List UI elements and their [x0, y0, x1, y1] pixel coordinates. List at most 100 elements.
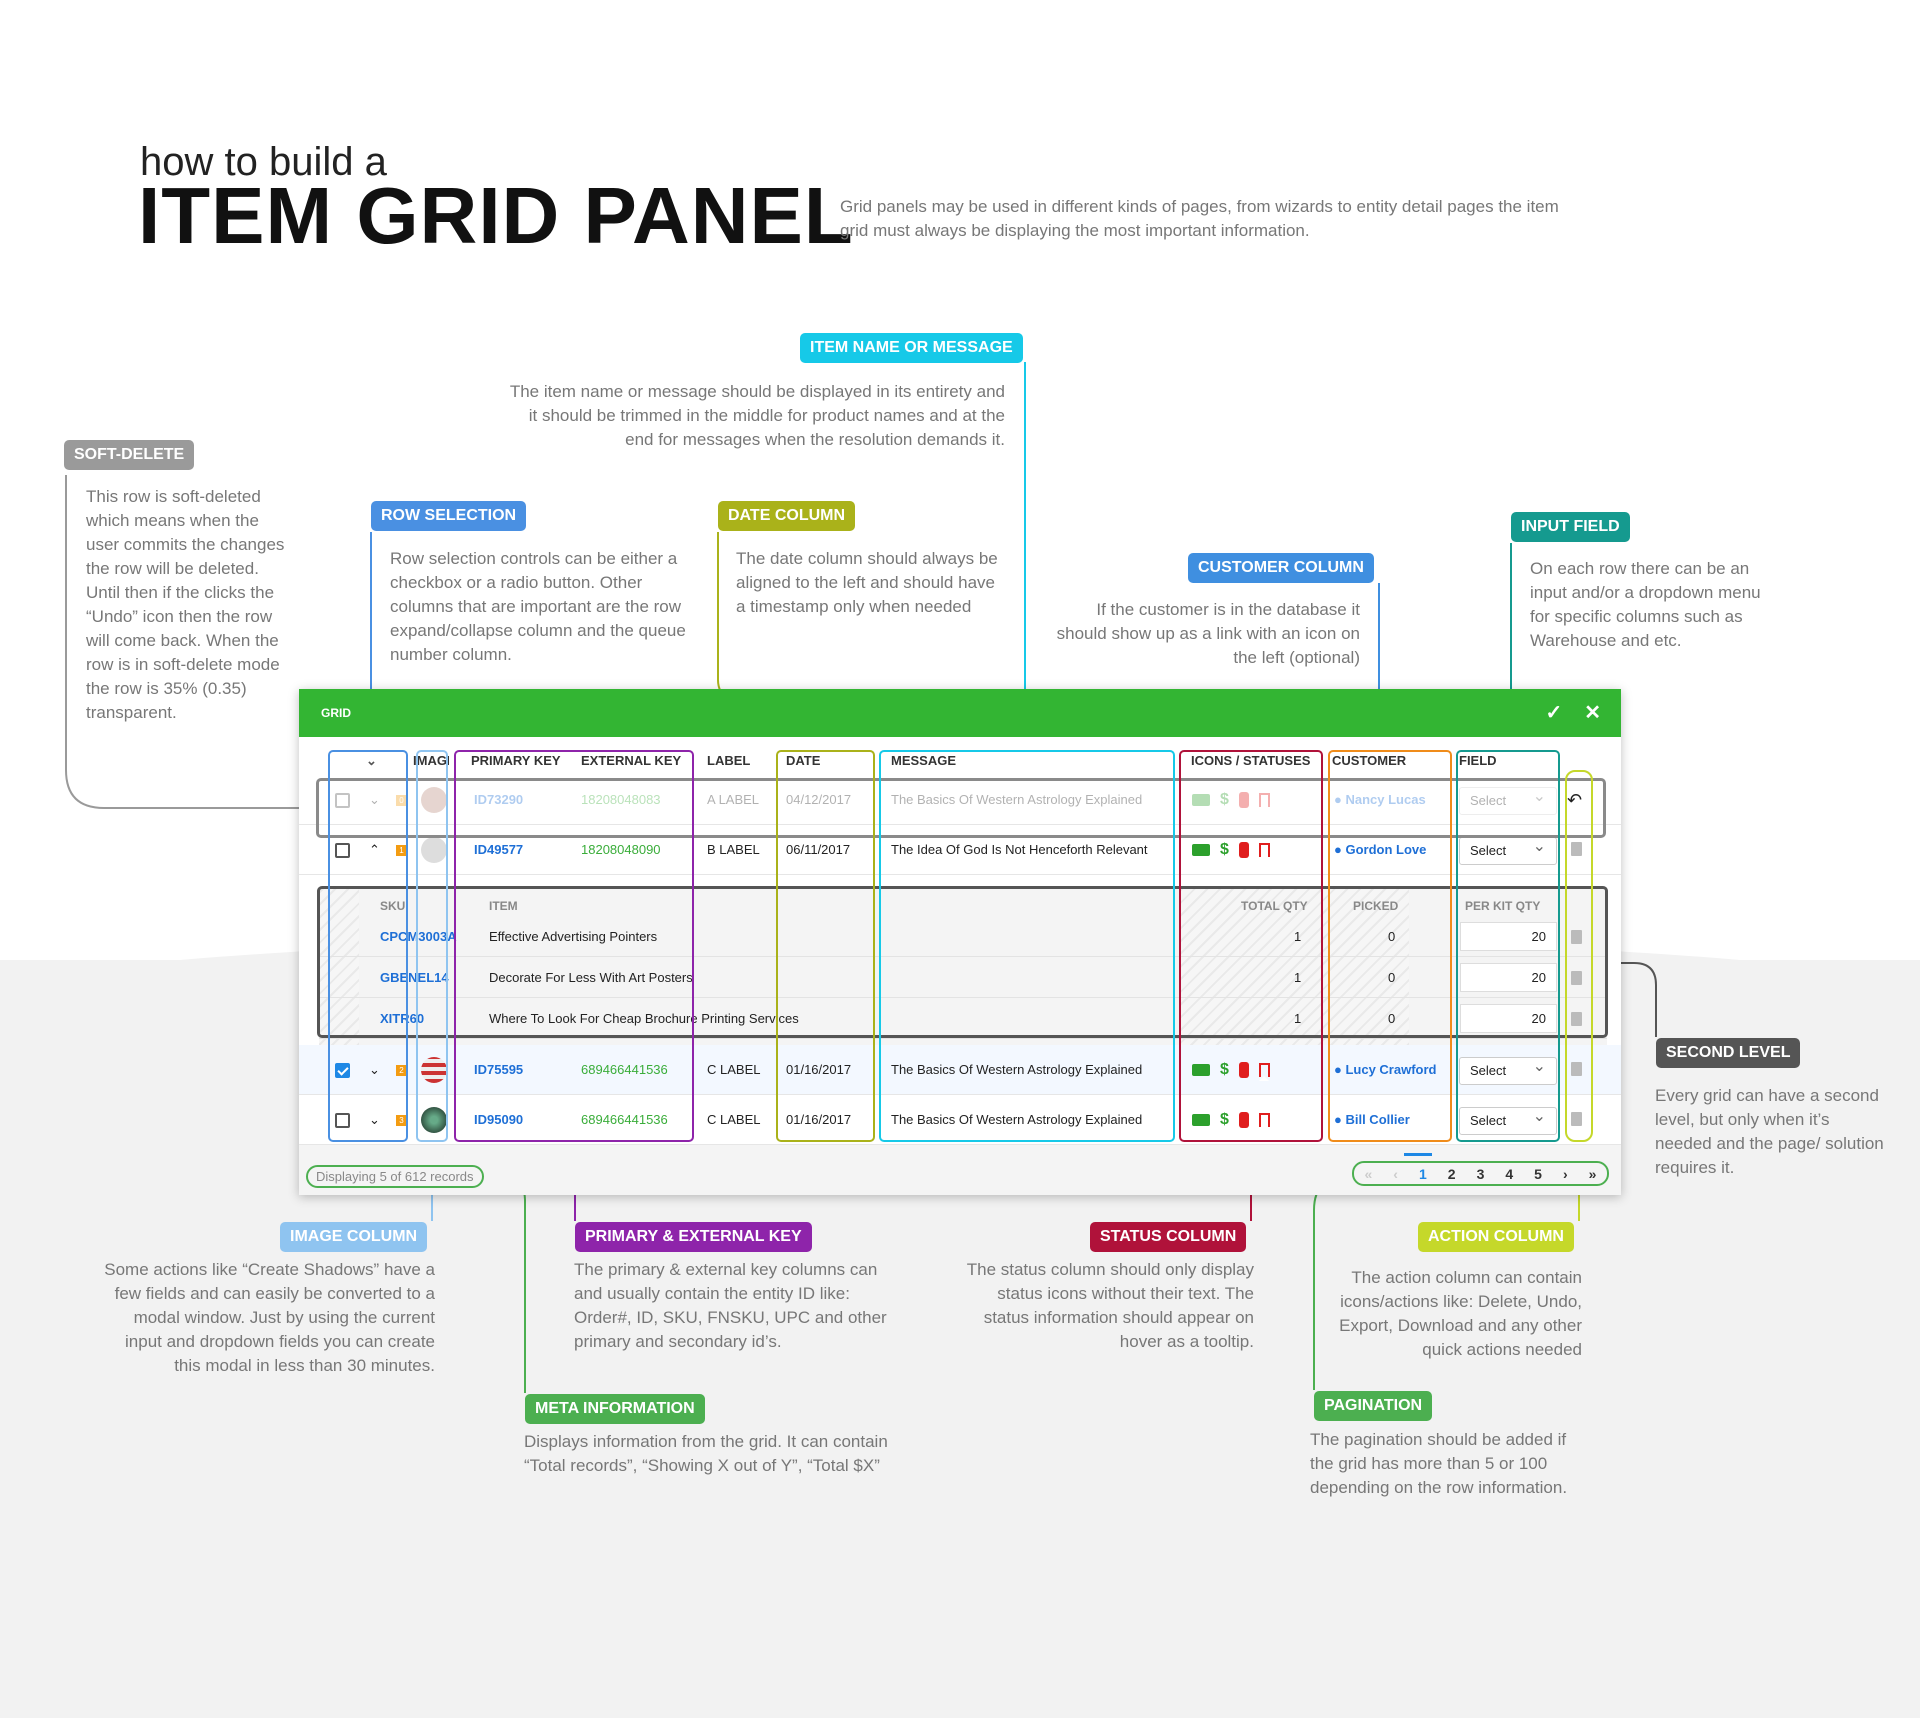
field-select[interactable]: Select	[1459, 834, 1557, 865]
sku-link[interactable]: CPCM3003A	[380, 929, 457, 944]
note-image-column: Some actions like “Create Shadows” have …	[104, 1260, 435, 1375]
per-kit-input[interactable]: 20	[1460, 963, 1557, 992]
customer-link[interactable]: ● Nancy Lucas	[1334, 792, 1426, 807]
tag-row-selection: ROW SELECTION	[371, 501, 527, 531]
col-field[interactable]: FIELD	[1459, 753, 1497, 768]
status-icons: $	[1192, 775, 1270, 825]
traffic-light-icon	[1238, 1112, 1249, 1128]
label: B LABEL	[707, 842, 760, 857]
col-customer[interactable]: CUSTOMER	[1332, 753, 1407, 768]
trash-icon[interactable]	[1571, 930, 1582, 944]
chevron-down-icon[interactable]: ⌄	[369, 1062, 380, 1077]
sub-picked: 0	[1388, 929, 1396, 944]
row-checkbox[interactable]	[335, 793, 350, 808]
row-checkbox[interactable]	[335, 1113, 350, 1128]
camera-icon	[421, 837, 447, 863]
chevron-down-icon[interactable]: ⌄	[369, 792, 380, 807]
sub-col-per-kit: PER KIT QTY	[1465, 899, 1541, 913]
row-checkbox[interactable]	[335, 843, 350, 858]
traffic-light-icon	[1238, 842, 1249, 858]
status-icons: $	[1192, 825, 1270, 875]
page-2[interactable]: 2	[1447, 1165, 1456, 1182]
external-key: 689466441536	[581, 1062, 668, 1077]
traffic-light-icon	[1238, 1062, 1249, 1078]
sub-row: XITR60 Where To Look For Cheap Brochure …	[319, 998, 1607, 1039]
trash-icon[interactable]	[1571, 1062, 1582, 1076]
traffic-light-icon	[1238, 792, 1249, 808]
queue-number: 3	[396, 1115, 407, 1126]
field-select[interactable]: Select	[1459, 784, 1557, 815]
undo-icon[interactable]: ↶	[1567, 790, 1583, 810]
external-key: 18208048083	[581, 792, 661, 807]
page-4[interactable]: 4	[1505, 1165, 1514, 1182]
trash-icon[interactable]	[1571, 1112, 1582, 1126]
sub-row: GBENEL14 Decorate For Less With Art Post…	[319, 957, 1607, 998]
dollar-icon: $	[1220, 791, 1229, 808]
chevron-down-icon[interactable]: ⌄	[369, 1112, 380, 1127]
sub-col-total-qty: TOTAL QTY	[1241, 899, 1308, 913]
page-1[interactable]: 1	[1418, 1165, 1427, 1182]
meta-information: Displaying 5 of 612 records	[306, 1165, 484, 1188]
row-checkbox-checked[interactable]	[335, 1063, 350, 1078]
page-3[interactable]: 3	[1476, 1165, 1485, 1182]
col-date[interactable]: DATE	[786, 753, 821, 768]
trash-icon[interactable]	[1571, 1012, 1582, 1026]
primary-key[interactable]: ID73290	[474, 792, 524, 807]
truck-icon	[1192, 844, 1210, 856]
first-page-icon[interactable]: «	[1364, 1165, 1373, 1182]
tag-image-column: IMAGE COLUMN	[280, 1222, 428, 1252]
sku-link[interactable]: XITR60	[380, 1011, 425, 1026]
prev-page-icon[interactable]: ‹	[1393, 1165, 1398, 1182]
last-page-icon[interactable]: »	[1588, 1165, 1597, 1182]
dollar-icon: $	[1220, 841, 1229, 858]
primary-key[interactable]: ID49577	[474, 842, 524, 857]
note-soft-delete: This row is soft-deleted which means whe…	[86, 487, 285, 722]
customer-link[interactable]: ● Lucy Crawford	[1334, 1062, 1437, 1077]
note-action-column: The action column can contain icons/acti…	[1339, 1268, 1582, 1359]
field-select[interactable]: Select	[1459, 1104, 1557, 1135]
close-icon[interactable]: ✕	[1584, 702, 1601, 724]
col-external-key[interactable]: EXTERNAL KEY	[581, 753, 682, 768]
sub-row: CPCM3003A Effective Advertising Pointers…	[319, 916, 1607, 957]
page-5[interactable]: 5	[1534, 1165, 1542, 1182]
chevron-up-icon[interactable]: ⌃	[369, 842, 380, 857]
status-icons: $	[1192, 1095, 1270, 1145]
grid-footer	[299, 1145, 1621, 1195]
col-label[interactable]: LABEL	[707, 753, 751, 768]
per-kit-input[interactable]: 20	[1460, 922, 1557, 951]
sub-col-sku: SKU	[380, 899, 406, 913]
bookmark-icon	[1258, 793, 1270, 811]
truck-icon	[1192, 1114, 1210, 1126]
primary-key[interactable]: ID95090	[474, 1112, 524, 1127]
note-status-column: The status column should only display st…	[966, 1260, 1254, 1351]
note-item-name: The item name or message should be displ…	[509, 382, 1005, 449]
tag-primary-key: PRIMARY & EXTERNAL KEY	[575, 1222, 812, 1252]
per-kit-input[interactable]: 20	[1460, 1004, 1557, 1033]
sub-col-picked: PICKED	[1353, 899, 1399, 913]
note-customer-column: If the customer is in the database it sh…	[1056, 600, 1360, 667]
col-primary-key[interactable]: PRIMARY KEY	[471, 753, 561, 768]
customer-link[interactable]: ● Gordon Love	[1334, 842, 1427, 857]
field-select[interactable]: Select	[1459, 1054, 1557, 1085]
note-second-level: Every grid can have a second level, but …	[1655, 1086, 1884, 1177]
col-statuses[interactable]: ICONS / STATUSES	[1191, 753, 1311, 768]
tag-item-name: ITEM NAME OR MESSAGE	[800, 333, 1023, 363]
hatch-left	[319, 887, 359, 1045]
sku-link[interactable]: GBENEL14	[380, 970, 449, 985]
note-date-column: The date column should always be aligned…	[736, 549, 998, 616]
expand-all-icon[interactable]: ⌄	[366, 753, 377, 768]
trash-icon[interactable]	[1571, 842, 1582, 856]
col-message[interactable]: MESSAGE	[891, 753, 957, 768]
check-icon[interactable]: ✓	[1545, 702, 1563, 724]
hatch-qty	[1179, 887, 1409, 1045]
trash-icon[interactable]	[1571, 971, 1582, 985]
col-image: IMAGE	[413, 753, 449, 768]
tag-customer-column: CUSTOMER COLUMN	[1188, 553, 1374, 583]
customer-link[interactable]: ● Bill Collier	[1334, 1112, 1410, 1127]
bookmark-icon	[1258, 843, 1270, 861]
primary-key[interactable]: ID75595	[474, 1062, 524, 1077]
tag-second-level: SECOND LEVEL	[1656, 1038, 1801, 1068]
sub-picked: 0	[1388, 970, 1396, 985]
label: C LABEL	[707, 1062, 761, 1077]
next-page-icon[interactable]: ›	[1562, 1165, 1568, 1182]
